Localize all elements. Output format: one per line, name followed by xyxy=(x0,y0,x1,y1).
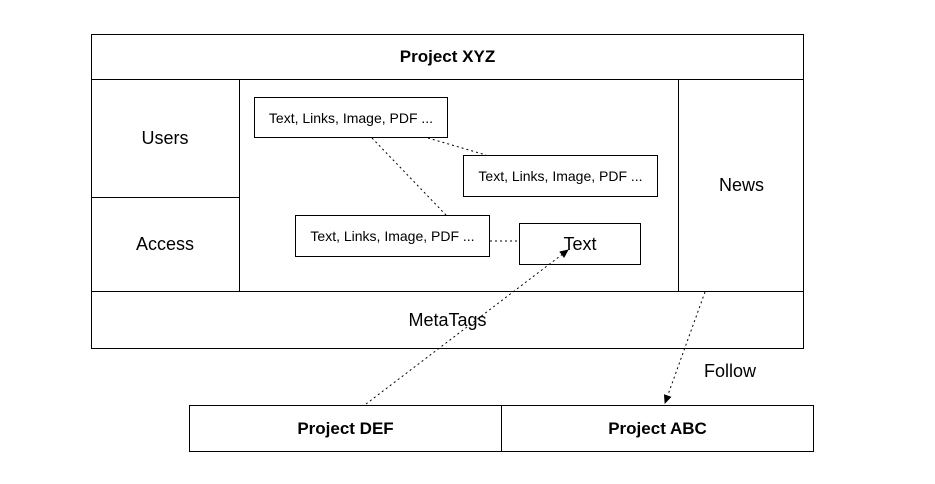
content-block-3: Text, Links, Image, PDF ... xyxy=(295,215,490,257)
project-xyz-title: Project XYZ xyxy=(399,47,496,66)
content-block-1: Text, Links, Image, PDF ... xyxy=(254,97,448,138)
news-label: News xyxy=(718,175,764,195)
title-divider xyxy=(91,79,804,80)
right-panel-divider xyxy=(678,79,679,291)
access-label: Access xyxy=(135,234,195,254)
project-abc-box: Project ABC xyxy=(501,405,814,452)
users-label: Users xyxy=(141,128,189,148)
project-def-box: Project DEF xyxy=(189,405,502,452)
users-access-divider xyxy=(91,197,240,198)
text-block: Text xyxy=(519,223,641,265)
follow-label: Follow xyxy=(703,360,756,381)
content-block-2: Text, Links, Image, PDF ... xyxy=(463,155,658,197)
metatags-label: MetaTags xyxy=(408,310,487,330)
left-panel-divider xyxy=(239,79,240,291)
